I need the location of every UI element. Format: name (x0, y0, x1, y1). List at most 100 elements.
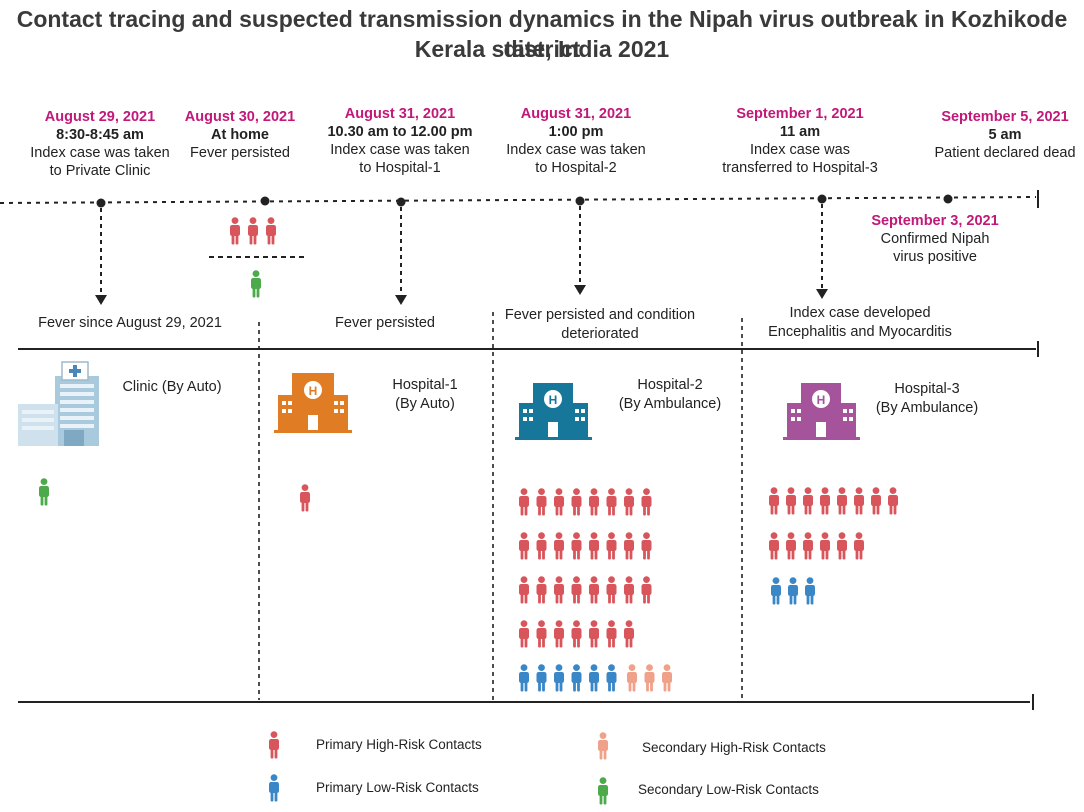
primary-high-risk-person (248, 217, 258, 245)
primary-high-risk-person (589, 488, 599, 516)
primary-high-risk-person (837, 487, 847, 515)
primary-high-risk-person (888, 487, 898, 515)
condition-line: Index case developed (789, 305, 931, 321)
marker-aug31-am (396, 197, 406, 207)
contact-pictograms (39, 217, 898, 805)
primary-high-risk-person (624, 576, 634, 604)
primary-high-risk-person (266, 217, 276, 245)
arrowheads (95, 285, 828, 305)
marker-aug31-pm (575, 196, 585, 206)
primary-high-risk-person (606, 576, 617, 604)
condition-fever-since: Fever since August 29, 2021 (38, 315, 222, 331)
hospital-2-label: Hospital-2 (By Ambulance) (605, 376, 735, 414)
event-desc: Index case was taken (506, 142, 646, 158)
primary-high-risk-person (519, 488, 529, 516)
event-sep1: September 1, 2021 11 am Index case was t… (705, 105, 895, 177)
facility-name: Hospital-2 (637, 377, 703, 393)
event-desc: virus positive (893, 249, 977, 265)
facility-name: Hospital-1 (392, 377, 458, 393)
secondary-high-risk-person (662, 664, 672, 692)
event-date: September 5, 2021 (941, 109, 1069, 125)
primary-high-risk-person (871, 487, 881, 515)
arrowhead (816, 289, 828, 299)
primary-high-risk-person (641, 532, 652, 560)
condition-encephalitis: Index case developed Encephalitis and My… (760, 304, 960, 342)
event-time: 8:30-8:45 am (56, 127, 144, 143)
primary-high-risk-person (589, 576, 599, 604)
event-desc: to Hospital-1 (359, 160, 441, 176)
condition-line: deteriorated (561, 326, 639, 342)
primary-low-risk-person (589, 664, 599, 692)
condition-fever-persisted: Fever persisted (335, 315, 435, 331)
primary-high-risk-person (571, 488, 582, 516)
legend-secondary-low-label: Secondary Low-Risk Contacts (638, 782, 819, 797)
primary-high-risk-person (536, 620, 547, 648)
primary-high-risk-person (837, 532, 847, 560)
event-date: August 31, 2021 (344, 106, 456, 122)
primary-high-risk-person (554, 532, 564, 560)
clinic-building-icon (18, 361, 99, 446)
primary-high-risk-person (803, 487, 813, 515)
primary-high-risk-person (641, 576, 652, 604)
primary-high-risk-person (820, 487, 830, 515)
primary-high-risk-person (589, 532, 599, 560)
event-desc: Patient declared dead (934, 145, 1076, 161)
primary-high-risk-person (536, 488, 547, 516)
event-aug31-am: August 31, 2021 10.30 am to 12.00 pm Ind… (310, 105, 490, 177)
event-desc: Index case was taken (330, 142, 470, 158)
primary-high-risk-person (571, 576, 582, 604)
timeline-markers (96, 194, 953, 208)
primary-high-risk-person (230, 217, 240, 245)
marker-aug30 (260, 196, 270, 206)
primary-low-risk-person (571, 664, 582, 692)
legend-primary-low-icon (269, 774, 279, 802)
primary-high-risk-person (854, 487, 864, 515)
event-date: August 29, 2021 (44, 109, 156, 125)
primary-low-risk-person (805, 577, 815, 605)
secondary-high-risk-person (627, 664, 637, 692)
event-aug31-pm: August 31, 2021 1:00 pm Index case was t… (492, 105, 660, 177)
facility-name: Hospital-3 (894, 381, 960, 397)
marker-sep3 (943, 194, 953, 204)
primary-high-risk-person (606, 532, 617, 560)
primary-high-risk-person (589, 620, 599, 648)
event-date: September 1, 2021 (736, 106, 864, 122)
primary-high-risk-person (519, 620, 529, 648)
event-sep3-confirmed: September 3, 2021 Confirmed Nipah virus … (855, 212, 1015, 266)
event-desc: transferred to Hospital-3 (722, 160, 878, 176)
primary-high-risk-person (641, 488, 652, 516)
arrowhead (395, 295, 407, 305)
primary-high-risk-person (624, 488, 634, 516)
hospital-1-label: Hospital-1 (By Auto) (370, 376, 480, 414)
event-desc: to Private Clinic (49, 163, 151, 179)
primary-high-risk-person (820, 532, 830, 560)
svg-text:H: H (817, 393, 826, 407)
event-desc: Fever persisted (190, 145, 290, 161)
event-date: August 31, 2021 (520, 106, 632, 122)
column-dividers (258, 312, 743, 700)
event-desc: Index case was (750, 142, 850, 158)
svg-text:H: H (309, 384, 318, 398)
primary-high-risk-person (624, 532, 634, 560)
primary-high-risk-person (519, 576, 529, 604)
event-desc: to Hospital-2 (535, 160, 617, 176)
event-time: 5 am (988, 127, 1022, 143)
primary-high-risk-person (803, 532, 813, 560)
condition-line: Encephalitis and Myocarditis (768, 324, 952, 340)
event-aug30: August 30, 2021 At home Fever persisted (170, 108, 310, 162)
legend-secondary-low-icon (598, 777, 608, 805)
event-desc: Index case was taken (30, 145, 170, 161)
secondary-low-risk-person (39, 478, 49, 506)
secondary-high-risk-person (644, 664, 655, 692)
marker-aug29 (96, 198, 106, 208)
primary-high-risk-person (606, 488, 617, 516)
event-desc: Confirmed Nipah (880, 231, 990, 247)
primary-high-risk-person (571, 532, 582, 560)
legend-primary-low-label: Primary Low-Risk Contacts (316, 780, 479, 795)
primary-low-risk-person (536, 664, 547, 692)
primary-low-risk-person (554, 664, 564, 692)
legend-primary-high-icon (269, 731, 279, 759)
primary-high-risk-person (571, 620, 582, 648)
hospital-2-icon: H (515, 383, 592, 440)
